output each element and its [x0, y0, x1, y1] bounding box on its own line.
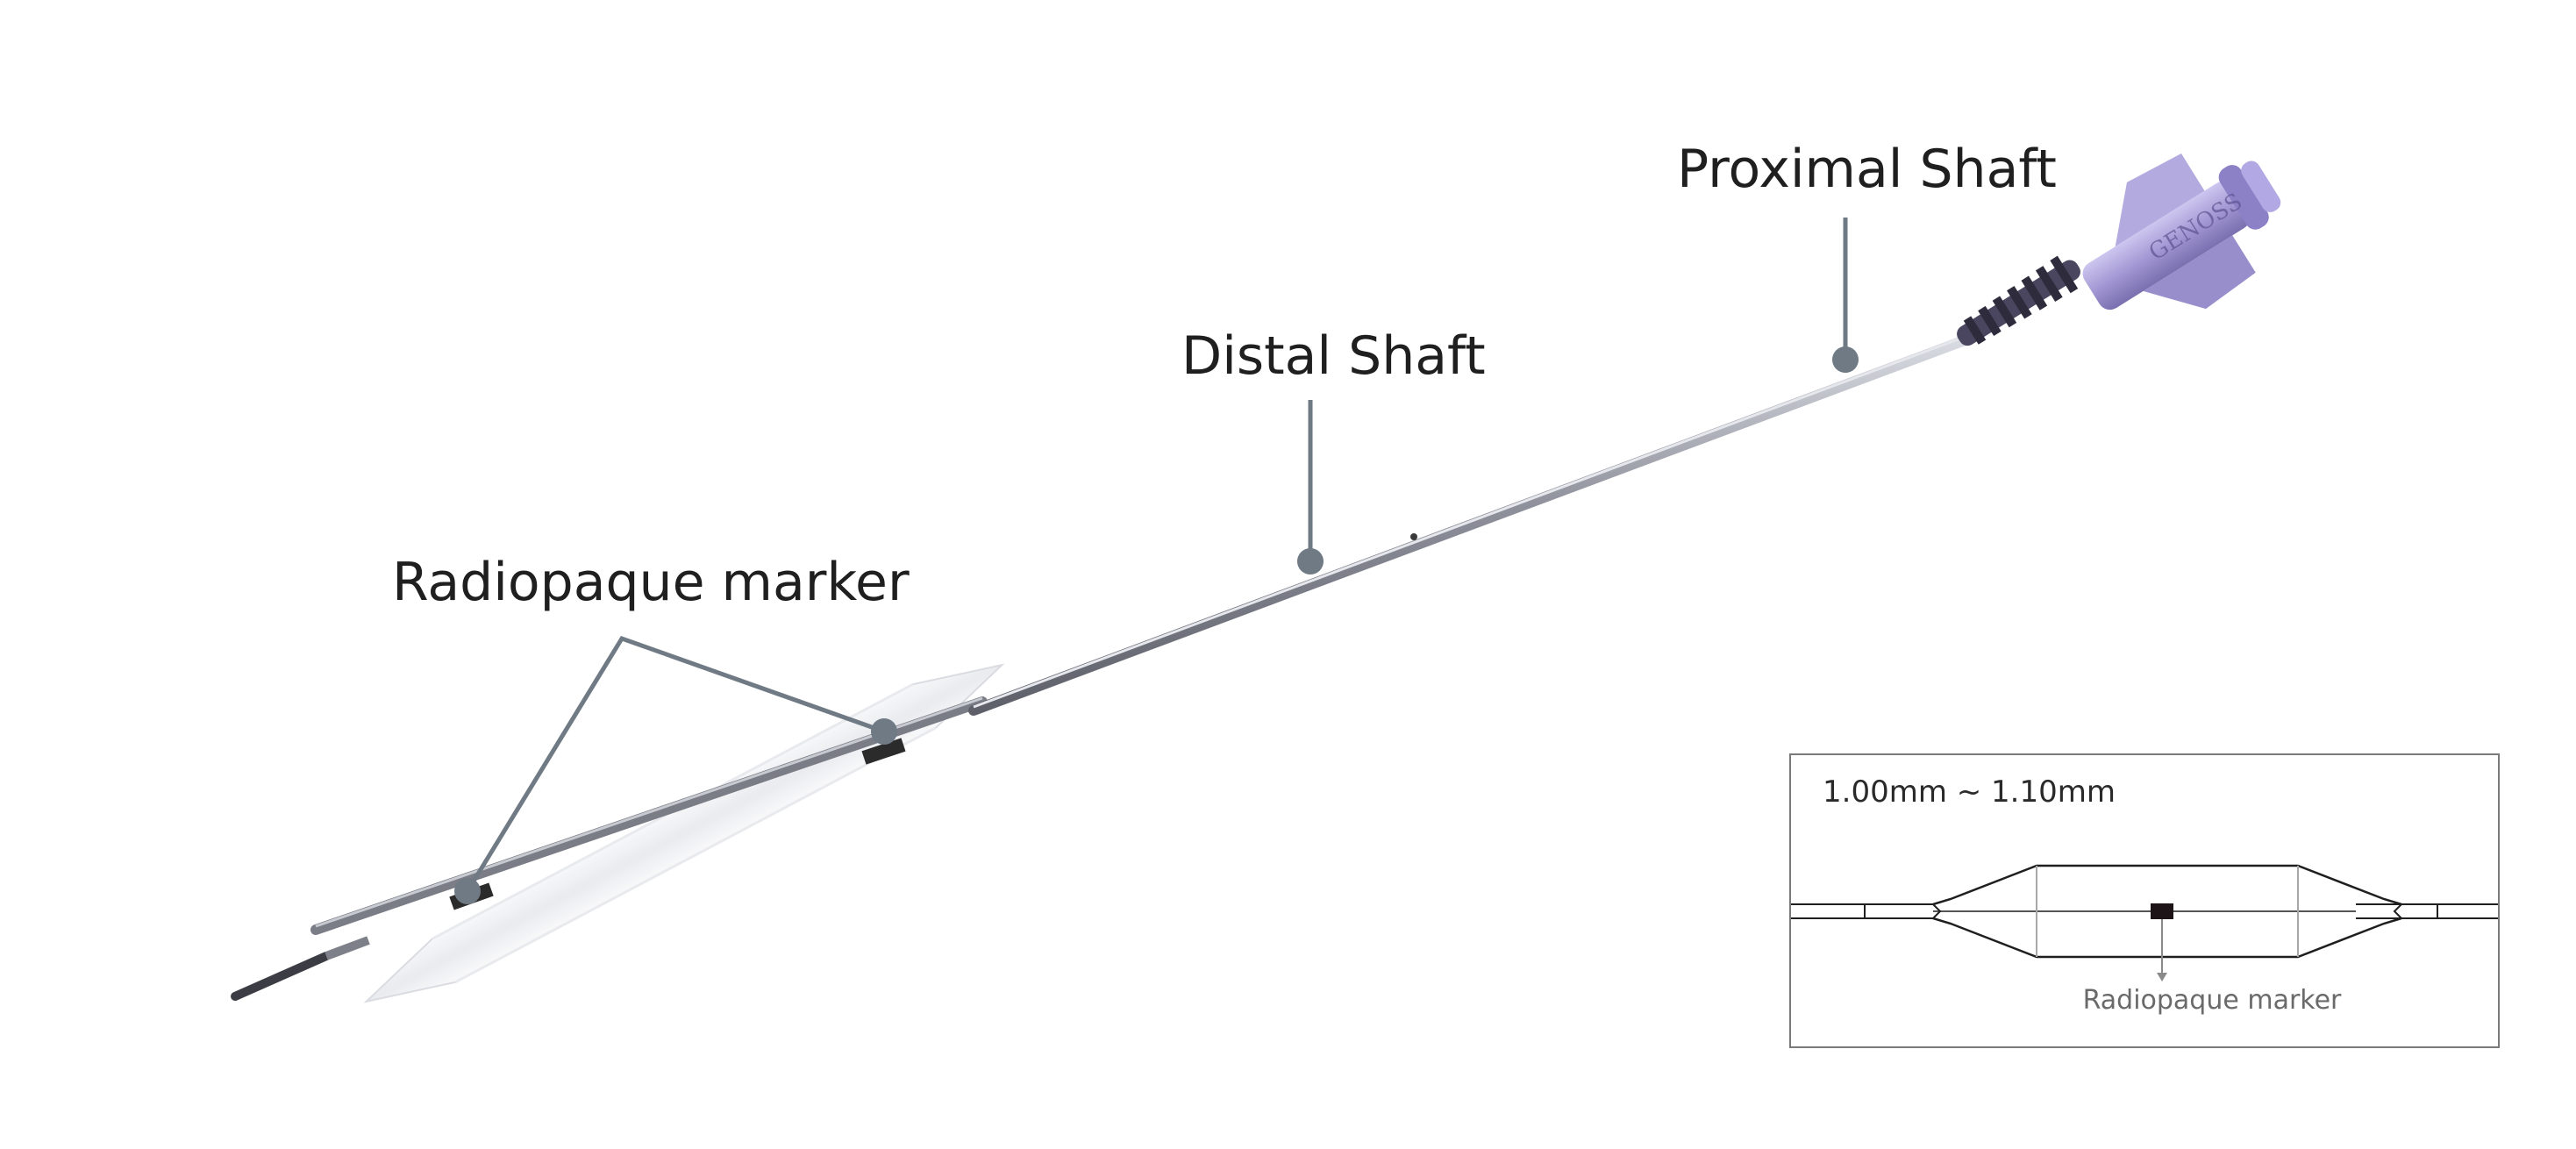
inset-radiopaque-marker-label: Radiopaque marker: [2082, 985, 2342, 1016]
inset-marker-band: [2151, 903, 2173, 919]
label-radiopaque-marker: Radiopaque marker: [392, 552, 910, 613]
marker-band-proximal: [861, 738, 906, 765]
distal-tip: [231, 952, 331, 1001]
callout-dot-marker-distal: [454, 878, 481, 904]
shaft: [968, 335, 1970, 716]
balloon-diameter-range: 1.00mm ~ 1.10mm: [1823, 774, 2116, 810]
callout-dot-marker-proximal: [871, 718, 897, 745]
inner-shaft: [310, 696, 988, 935]
strain-relief: [1957, 255, 2080, 346]
callout-lines: [465, 218, 1848, 893]
balloon-schematic-inset: 1.00mm ~ 1.10mm: [1789, 753, 2500, 1048]
callout-dot-proximal: [1832, 346, 1859, 373]
label-distal-shaft: Distal Shaft: [1181, 325, 1486, 387]
balloon: [363, 663, 1005, 1003]
callout-dot-distal: [1297, 548, 1324, 574]
callout-dots: [454, 346, 1859, 904]
balloon-schematic: [1791, 864, 2498, 981]
hub: GENOSS: [2082, 153, 2281, 310]
label-proximal-shaft: Proximal Shaft: [1677, 139, 2057, 200]
callout-line-marker: [465, 635, 885, 893]
